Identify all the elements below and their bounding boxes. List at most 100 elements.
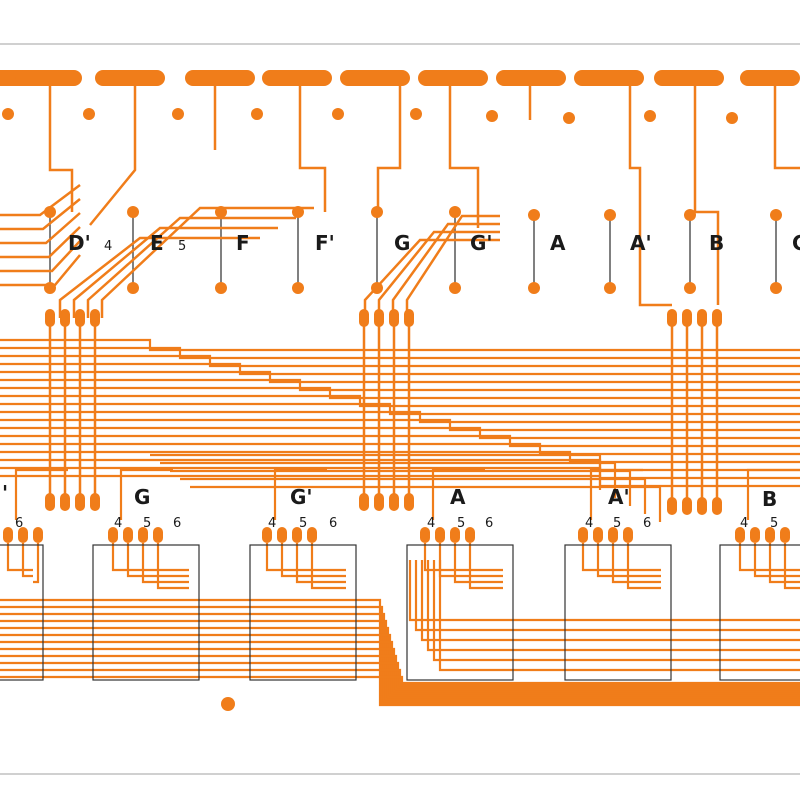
horizontal-bus-line — [0, 378, 800, 392]
stepped-feeder-trace — [170, 469, 632, 506]
pad-cluster-lower — [667, 497, 677, 515]
fan-trace — [0, 198, 81, 231]
pin-label-g2-6: 6 — [329, 516, 337, 531]
bottom-pin-pad — [262, 527, 272, 543]
top-busbar — [740, 70, 800, 86]
pin-label-g2-4: 4 — [268, 516, 276, 531]
pin-lead-trace — [768, 543, 800, 584]
pin-label-g3-5: 5 — [457, 516, 465, 531]
horizontal-bus-line — [0, 402, 800, 416]
pin-lead-trace — [156, 543, 189, 590]
bottom-pin-pad — [450, 527, 460, 543]
pad-cluster-upper — [404, 309, 414, 327]
busbar-drop-trace — [448, 86, 480, 228]
top-busbar — [262, 70, 332, 86]
bottom-pin-pad — [765, 527, 775, 543]
stepped-feeder-trace — [180, 477, 647, 514]
busbar-drop-trace — [89, 86, 137, 226]
bottom-pin-pad — [292, 527, 302, 543]
horizontal-bus-line — [0, 394, 800, 408]
contact-pad-top — [684, 209, 696, 221]
contact-pad-bottom — [215, 282, 227, 294]
pin-label-g5-5: 5 — [770, 516, 778, 531]
contact-pad-top — [604, 209, 616, 221]
lower-bus-line — [0, 619, 800, 701]
bottom-pin-pad — [3, 527, 13, 543]
contact-pad-bottom — [684, 282, 696, 294]
component-outline — [92, 544, 200, 681]
top-note-label-b: B — [709, 231, 724, 255]
pin-lead-trace — [33, 543, 40, 584]
top-busbar — [15, 70, 82, 86]
pad-cluster-lower — [374, 493, 384, 511]
pin-lead-trace — [310, 543, 346, 590]
contact-pad-bottom — [770, 282, 782, 294]
busbar-drop-trace — [628, 86, 672, 307]
component-outline — [0, 544, 44, 681]
bottom-pin-pad — [750, 527, 760, 543]
pin-lead-trace — [21, 543, 33, 578]
mounting-dot — [83, 108, 95, 120]
contact-pad-bottom — [371, 282, 383, 294]
pin-lead-trace — [423, 543, 503, 572]
contact-pad-bottom — [44, 282, 56, 294]
fan-trace — [405, 214, 500, 318]
top-busbar — [496, 70, 566, 86]
horizontal-bus-line — [0, 434, 800, 448]
fan-trace — [690, 210, 720, 305]
lower-bus-line — [0, 675, 800, 685]
lower-bus-line — [0, 640, 800, 695]
top-busbar — [340, 70, 410, 86]
pin-lead-trace — [468, 543, 503, 590]
fan-trace — [58, 236, 260, 318]
mounting-dot — [644, 110, 656, 122]
top-busbar — [185, 70, 255, 86]
pin-label-g1-5: 5 — [143, 516, 151, 531]
bottom-pin-pad — [780, 527, 790, 543]
contact-pad-top — [292, 206, 304, 218]
top-note-label-g: G — [394, 231, 410, 255]
note-labels: D' 4 E 5 F F' G G' A A' B C ' G G' A A' … — [2, 231, 800, 531]
pad-cluster-upper — [667, 309, 677, 327]
bottom-group-label-0: ' — [2, 481, 8, 505]
mounting-dot — [332, 108, 344, 120]
group-feed-trace — [746, 468, 800, 520]
horizontal-bus-line — [0, 450, 800, 464]
bottom-pin-pad — [465, 527, 475, 543]
signal-traces — [0, 86, 800, 590]
pad-cluster-upper — [712, 309, 722, 327]
fan-trace — [86, 216, 296, 318]
lower-bus-line — [432, 560, 800, 662]
contact-pad-top — [528, 209, 540, 221]
pin-lead-trace — [295, 543, 346, 584]
top-busbar — [95, 70, 165, 86]
pad-cluster-upper — [374, 309, 384, 327]
top-note-label-a: A — [550, 231, 566, 255]
fan-trace — [391, 222, 500, 318]
pad-cluster-upper — [45, 309, 55, 327]
fan-trace — [72, 226, 278, 318]
bus-traces — [0, 338, 800, 707]
pin-lead-trace — [596, 543, 661, 578]
pin-lead-trace — [611, 543, 661, 584]
top-note-label-gsharp: G' — [470, 231, 493, 255]
component-outline — [406, 544, 514, 681]
top-note-label-c: C — [792, 231, 800, 255]
pad-cluster-upper — [389, 309, 399, 327]
group-feed-trace — [119, 468, 173, 520]
bottom-pin-pad — [435, 527, 445, 543]
top-note-sub-e: 5 — [178, 239, 186, 254]
pin-lead-trace — [783, 543, 800, 590]
pin-lead-trace — [280, 543, 346, 578]
pin-lead-trace — [738, 543, 800, 572]
solder-pads — [0, 70, 800, 711]
lower-bus-line — [0, 612, 800, 703]
bottom-group-label-a: A — [450, 485, 466, 509]
contact-pad-bottom — [604, 282, 616, 294]
pad-cluster-lower — [712, 497, 722, 515]
busbar-drop-trace — [773, 86, 800, 170]
mounting-dot-bottom — [221, 697, 235, 711]
pin-label-g1-4: 4 — [114, 516, 122, 531]
bottom-pin-pad — [108, 527, 118, 543]
horizontal-bus-line — [0, 370, 800, 384]
